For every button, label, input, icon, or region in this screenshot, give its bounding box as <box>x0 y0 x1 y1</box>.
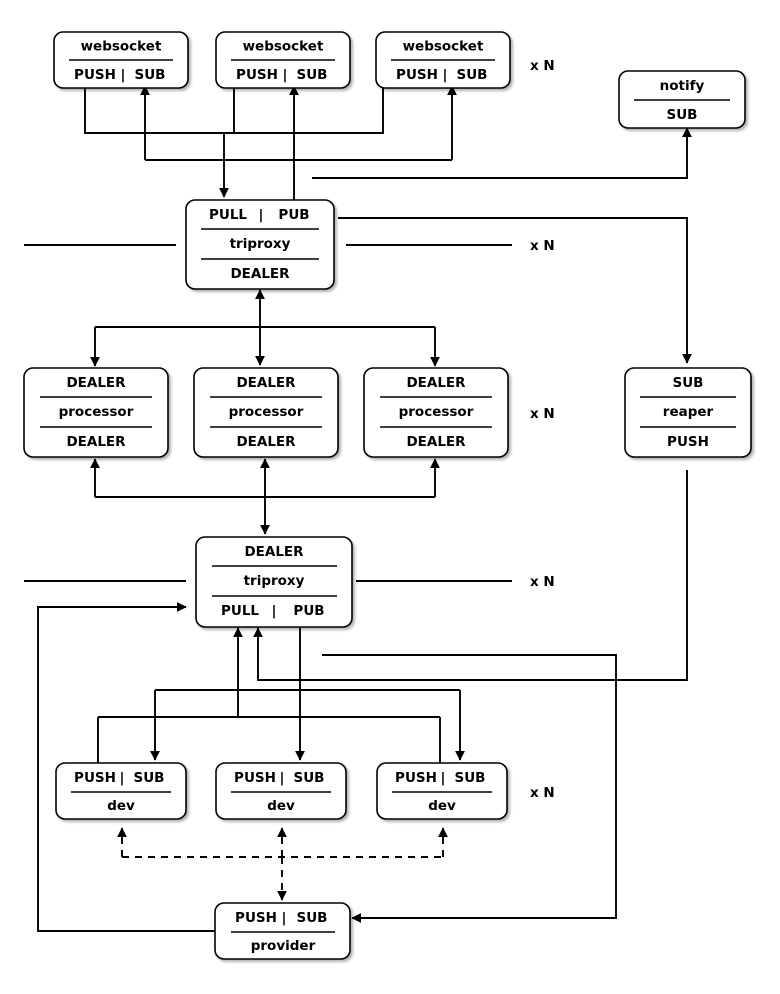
node-triproxy-bottom-box[interactable] <box>195 536 353 628</box>
edge-pub-to-provider <box>322 654 617 923</box>
node-websocket-2-push: PUSH <box>236 67 278 83</box>
node-triproxy-top-title: triproxy <box>230 236 291 252</box>
node-dev-1-title: dev <box>107 798 135 814</box>
node-websocket-3-push: PUSH <box>396 67 438 83</box>
node-dev-2-sub: SUB <box>294 770 325 786</box>
pipe-separator: | <box>282 910 287 926</box>
node-provider[interactable]: PUSH | SUB provider <box>214 902 351 960</box>
node-websocket-1-title: websocket <box>81 39 162 55</box>
node-provider-title: provider <box>251 938 316 954</box>
node-websocket-1[interactable]: websocket PUSH | SUB <box>53 31 189 89</box>
multiplier-dev-row: x N <box>530 785 555 801</box>
node-dev-2-title: dev <box>267 798 295 814</box>
node-processor-3-dealer-bottom: DEALER <box>406 434 466 450</box>
edge-ws1-push-to-pull <box>84 88 260 134</box>
edge-reaper-push-to-pull <box>253 470 688 681</box>
node-processor-3-title: processor <box>399 404 474 420</box>
pipe-separator: | <box>280 770 285 786</box>
node-triproxy-top[interactable]: PULL | PUB triproxy DEALER <box>185 199 335 290</box>
node-processor-1-box[interactable] <box>23 367 169 458</box>
node-websocket-2[interactable]: websocket PUSH | SUB <box>215 31 351 89</box>
node-processor-2-title: processor <box>229 404 304 420</box>
edge-ws3-push-to-pull <box>260 88 384 134</box>
node-triproxy-top-pull: PULL <box>209 207 247 223</box>
node-notify-title: notify <box>660 78 705 94</box>
pipe-separator: | <box>272 603 277 619</box>
node-reaper-push: PUSH <box>667 434 709 450</box>
node-notify[interactable]: notify SUB <box>618 70 746 129</box>
node-processor-3-box[interactable] <box>363 367 509 458</box>
node-reaper-box[interactable] <box>624 367 752 458</box>
node-websocket-3[interactable]: websocket PUSH | SUB <box>375 31 511 89</box>
node-dev-2[interactable]: PUSH | SUB dev <box>215 762 347 820</box>
pipe-separator: | <box>121 67 126 83</box>
node-dev-3[interactable]: PUSH | SUB dev <box>376 762 508 820</box>
multiplier-labels: x N x N x N x N x N <box>530 58 555 801</box>
node-processor-2-box[interactable] <box>193 367 339 458</box>
node-processor-1[interactable]: DEALER processor DEALER <box>23 367 169 458</box>
node-triproxy-bottom-pull: PULL <box>221 603 259 619</box>
node-processor-2-dealer-bottom: DEALER <box>236 434 296 450</box>
node-triproxy-bottom[interactable]: DEALER triproxy PULL | PUB <box>195 536 353 628</box>
multiplier-triproxy-bottom: x N <box>530 574 555 590</box>
node-processor-1-dealer-bottom: DEALER <box>66 434 126 450</box>
node-dev-1[interactable]: PUSH | SUB dev <box>55 762 187 820</box>
node-triproxy-bottom-title: triproxy <box>244 573 305 589</box>
node-triproxy-top-pub: PUB <box>278 207 309 223</box>
node-websocket-1-push: PUSH <box>74 67 116 83</box>
node-dev-3-push: PUSH <box>395 770 437 786</box>
node-processor-2[interactable]: DEALER processor DEALER <box>193 367 339 458</box>
node-dev-3-box[interactable] <box>376 762 508 820</box>
node-dev-2-push: PUSH <box>234 770 276 786</box>
node-websocket-3-sub: SUB <box>457 67 488 83</box>
node-triproxy-top-box[interactable] <box>185 199 335 290</box>
pipe-separator: | <box>283 67 288 83</box>
edge-provider-to-triproxy-pull <box>37 602 215 932</box>
node-dev-3-sub: SUB <box>455 770 486 786</box>
pipe-separator: | <box>259 207 264 223</box>
pipe-separator: | <box>441 770 446 786</box>
node-websocket-2-sub: SUB <box>297 67 328 83</box>
node-reaper-title: reaper <box>663 404 714 420</box>
node-reaper-sub: SUB <box>673 375 704 391</box>
node-dev-1-box[interactable] <box>55 762 187 820</box>
edge-pub-to-notify <box>312 127 692 179</box>
node-provider-box[interactable] <box>214 902 351 960</box>
node-dev-3-title: dev <box>428 798 456 814</box>
node-processor-3[interactable]: DEALER processor DEALER <box>363 367 509 458</box>
node-processor-1-dealer-top: DEALER <box>66 375 126 391</box>
multiplier-websocket-row: x N <box>530 58 555 74</box>
node-triproxy-top-dealer: DEALER <box>230 266 290 282</box>
node-websocket-2-title: websocket <box>243 39 324 55</box>
node-dev-1-sub: SUB <box>134 770 165 786</box>
node-dev-2-box[interactable] <box>215 762 347 820</box>
node-dev-1-push: PUSH <box>74 770 116 786</box>
edge-layer <box>24 85 692 932</box>
node-websocket-1-sub: SUB <box>135 67 166 83</box>
node-processor-2-dealer-top: DEALER <box>236 375 296 391</box>
node-processor-1-title: processor <box>59 404 134 420</box>
node-processor-3-dealer-top: DEALER <box>406 375 466 391</box>
node-notify-sub: SUB <box>667 107 698 123</box>
node-provider-push: PUSH <box>235 910 277 926</box>
node-websocket-3-title: websocket <box>403 39 484 55</box>
node-triproxy-bottom-pub: PUB <box>293 603 324 619</box>
pipe-separator: | <box>443 67 448 83</box>
node-provider-sub: SUB <box>297 910 328 926</box>
edge-triproxy-to-reaper <box>338 217 692 364</box>
pipe-separator: | <box>120 770 125 786</box>
node-triproxy-bottom-dealer: DEALER <box>244 544 304 560</box>
multiplier-triproxy-top: x N <box>530 238 555 254</box>
node-reaper[interactable]: SUB reaper PUSH <box>624 367 752 458</box>
multiplier-processor-row: x N <box>530 406 555 422</box>
